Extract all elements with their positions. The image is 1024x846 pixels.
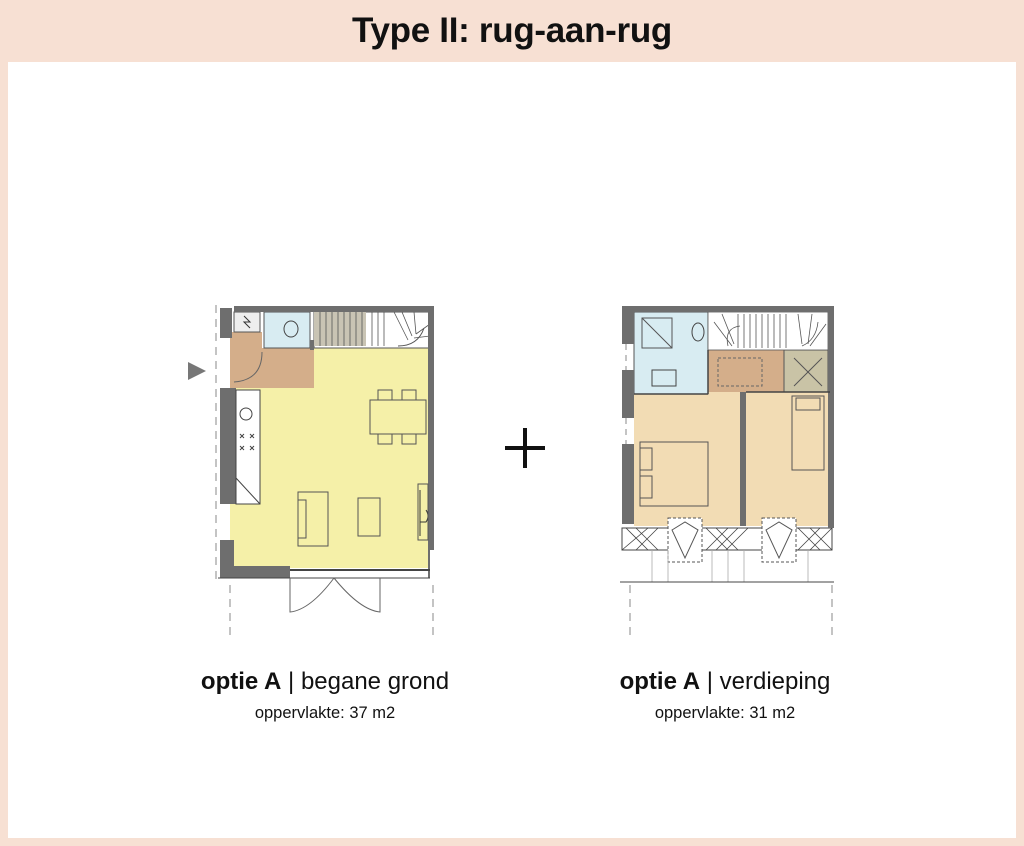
separator: | xyxy=(288,668,295,695)
bedroom-2 xyxy=(746,392,830,526)
landing xyxy=(708,350,784,392)
staircase xyxy=(707,311,829,351)
wall-top xyxy=(234,306,434,312)
option-label: optie A xyxy=(619,668,701,695)
area-label: oppervlakte: xyxy=(254,704,345,722)
wall-left-mid xyxy=(220,388,236,504)
bathroom xyxy=(633,311,709,395)
toilet-room xyxy=(263,311,311,349)
page-title: Type II: rug-aan-rug xyxy=(351,11,673,50)
option-label: optie A xyxy=(200,668,282,695)
dining-table xyxy=(369,389,427,445)
area-value: 31 m2 xyxy=(749,704,796,722)
double-bed xyxy=(639,441,709,507)
ground-floor-plan xyxy=(188,305,434,640)
upper-floor-plan xyxy=(620,306,834,635)
wall-bottom xyxy=(234,566,290,578)
ground-floor-caption: optie A | begane grond oppervlakte: 37 m… xyxy=(165,668,485,723)
header: Type II: rug-aan-rug xyxy=(0,0,1024,62)
separator: | xyxy=(706,668,713,695)
floor-label: begane grond xyxy=(300,668,450,695)
single-bed xyxy=(791,395,825,471)
upper-floor-caption: optie A | verdieping oppervlakte: 31 m2 xyxy=(565,668,885,723)
hall xyxy=(230,348,314,388)
wall-left-top xyxy=(220,308,232,338)
wall-left-bottom xyxy=(220,540,234,578)
facade-planters xyxy=(620,517,834,583)
sofa xyxy=(297,483,429,547)
wall-right xyxy=(428,306,434,550)
plus-icon xyxy=(505,428,545,468)
floor-label: verdieping xyxy=(719,668,831,695)
area-label: oppervlakte: xyxy=(654,704,745,722)
staircase xyxy=(313,311,431,349)
kitchen-counter xyxy=(235,389,261,505)
entrance-arrow-icon xyxy=(188,362,206,380)
area-value: 37 m2 xyxy=(349,704,396,722)
